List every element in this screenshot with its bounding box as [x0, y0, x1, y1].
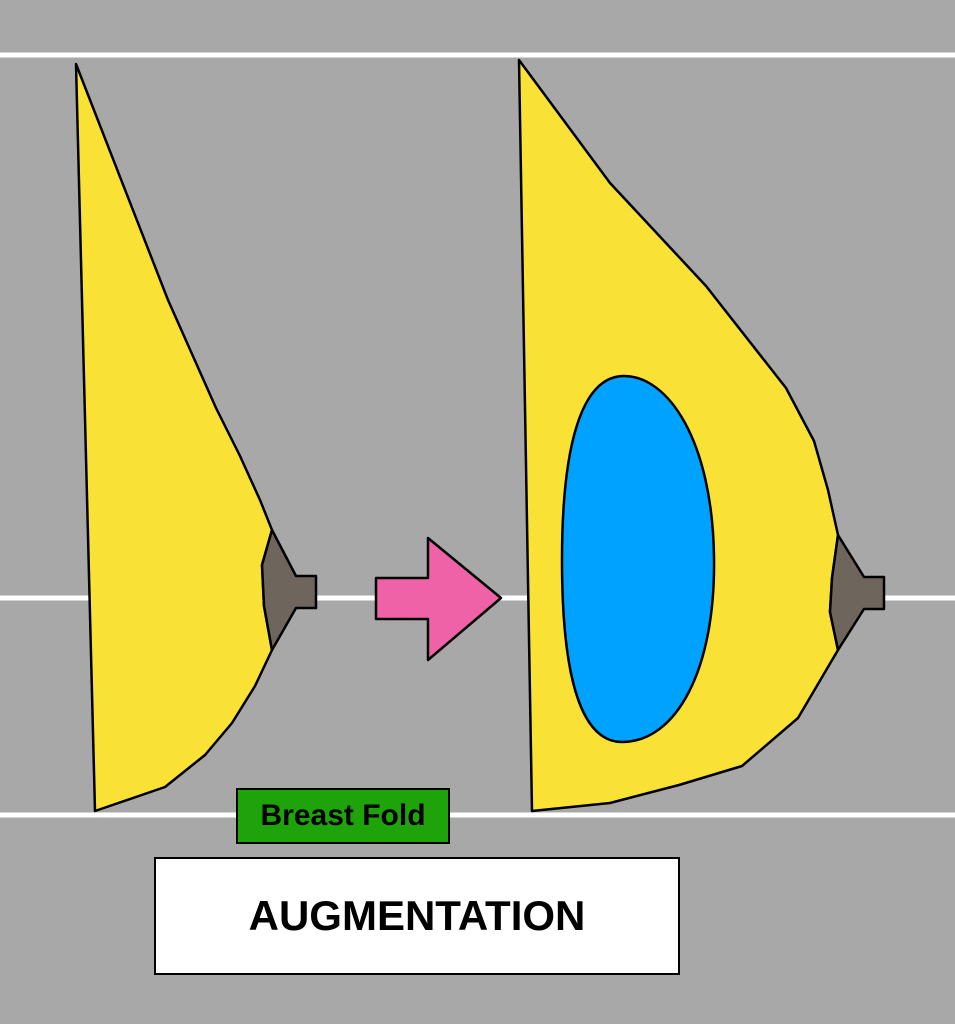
nipple-after: [828, 533, 886, 652]
transition-arrow: [374, 536, 503, 662]
nipple-before: [260, 528, 318, 652]
breast-fold-label: Breast Fold: [236, 788, 450, 844]
implant: [560, 374, 716, 744]
breast-before: [74, 62, 274, 813]
diagram-title: AUGMENTATION: [154, 857, 680, 975]
